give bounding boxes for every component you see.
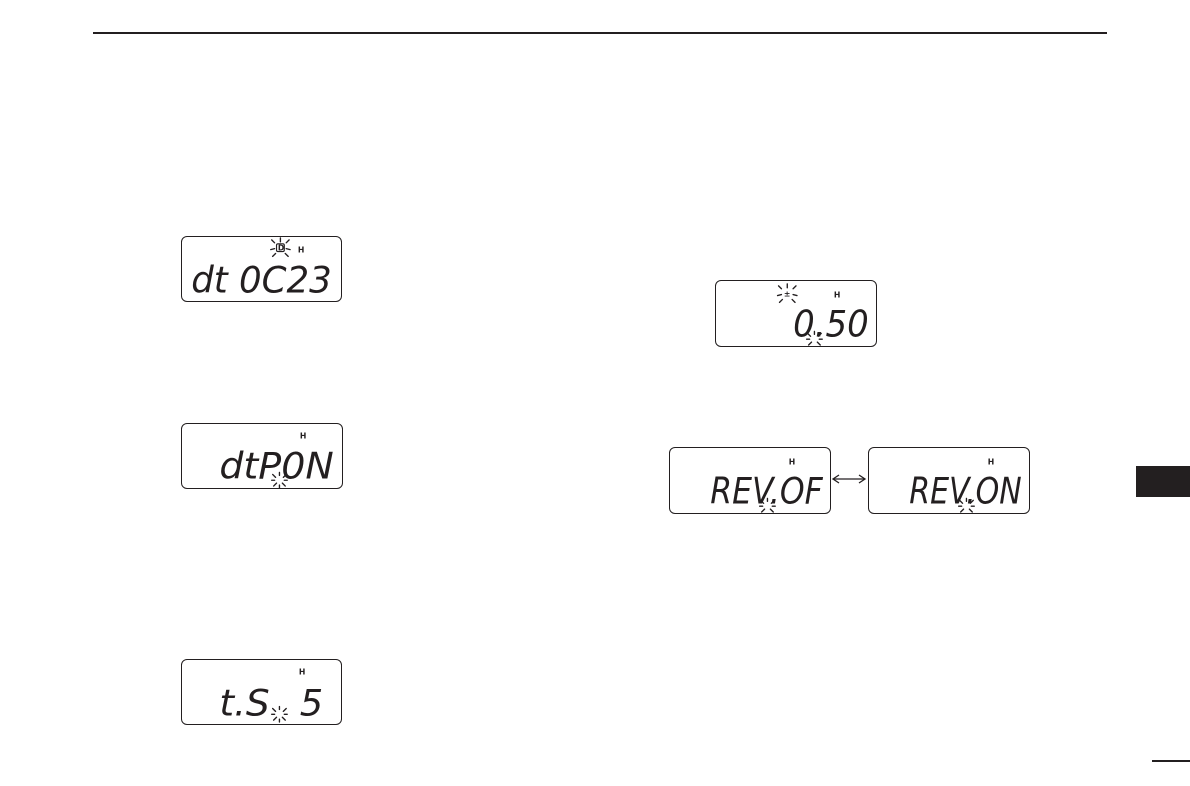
high-power-indicator: H bbox=[298, 246, 305, 255]
lcd-readout: REV.OF bbox=[710, 469, 823, 512]
high-power-indicator: H bbox=[988, 457, 995, 466]
lcd-value: 5 bbox=[300, 681, 323, 724]
double-arrow-icon bbox=[830, 472, 868, 486]
blink-icon bbox=[272, 707, 288, 723]
lcd-reverse-on: H REV.ON bbox=[868, 447, 1030, 514]
flag-d-indicator: D bbox=[278, 244, 285, 253]
lcd-readout: t.S bbox=[219, 681, 269, 724]
lcd-readout: dt 0C23 bbox=[191, 258, 332, 301]
high-power-indicator: H bbox=[299, 668, 306, 677]
lcd-reverse-off: H REV.OF bbox=[669, 447, 831, 514]
lcd-dtmf-pattern: H dtP0N bbox=[181, 423, 343, 489]
lcd-readout: 0.50 bbox=[793, 302, 869, 345]
lcd-offset: ± H 0.50 bbox=[715, 280, 877, 347]
lcd-tuning-step: H t.S 5 bbox=[181, 659, 342, 725]
high-power-indicator: H bbox=[300, 432, 307, 441]
duplex-indicator: ± bbox=[784, 290, 791, 299]
section-tab bbox=[1136, 466, 1190, 497]
high-power-indicator: H bbox=[789, 457, 796, 466]
lcd-readout: dtP0N bbox=[219, 444, 333, 487]
page-number-rule bbox=[1152, 760, 1190, 762]
lcd-dt-code: D H dt 0C23 bbox=[181, 236, 342, 302]
high-power-indicator: H bbox=[834, 290, 841, 299]
lcd-readout: REV.ON bbox=[909, 469, 1022, 512]
top-rule bbox=[93, 32, 1107, 34]
